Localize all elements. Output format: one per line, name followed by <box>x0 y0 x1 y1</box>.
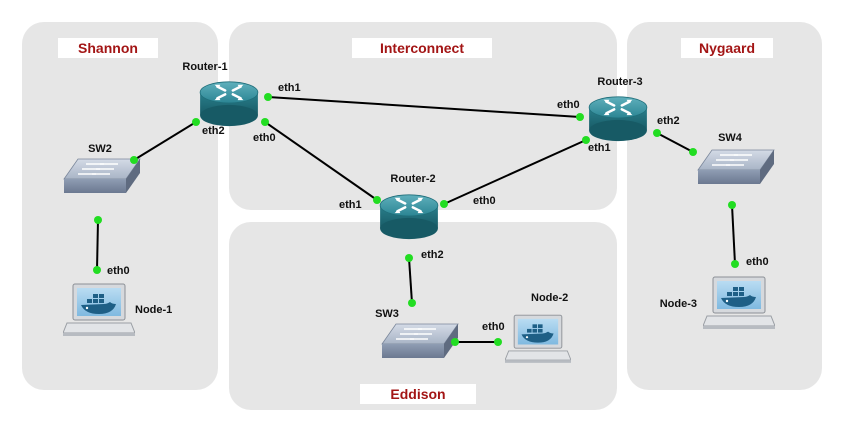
switch-icon <box>63 158 141 194</box>
port-label-router2-eth0: eth0 <box>473 195 496 207</box>
switch-sw3[interactable]: SW3 <box>375 308 459 359</box>
port-dot-node2-eth0[interactable] <box>494 338 502 346</box>
zone-title-box-eddison <box>360 384 476 404</box>
port-dot-router1-eth1[interactable] <box>264 93 272 101</box>
zone-title-box-shannon <box>58 38 158 58</box>
switch-sw2[interactable]: SW2 <box>63 143 141 194</box>
zone-title-shannon: Shannon <box>78 40 138 56</box>
zone-title-box-interconnect <box>352 38 492 58</box>
host-node-1[interactable]: Node-1 <box>63 283 172 337</box>
port-dot-sw2-up[interactable] <box>130 156 138 164</box>
port-dot-router2-eth0[interactable] <box>440 200 448 208</box>
link-router2-router3[interactable] <box>443 139 587 205</box>
zone-title-eddison: Eddison <box>390 386 445 402</box>
port-dot-router1-eth2[interactable] <box>192 118 200 126</box>
port-dot-router3-eth2[interactable] <box>653 129 661 137</box>
router-1[interactable]: Router-1 <box>182 61 260 128</box>
zones-layer: Shannon Interconnect Nygaard Eddison <box>22 22 822 410</box>
links-layer <box>96 96 736 343</box>
port-label-router1-eth2: eth2 <box>202 125 225 137</box>
port-label-router1-eth1: eth1 <box>278 82 301 94</box>
port-label-node3-eth0: eth0 <box>746 256 769 268</box>
port-label-router3-eth1: eth1 <box>588 142 611 154</box>
device-label-sw4: SW4 <box>718 132 743 144</box>
device-label-node-1: Node-1 <box>135 304 172 316</box>
router-3[interactable]: Router-3 <box>587 76 649 143</box>
port-label-router3-eth0: eth0 <box>557 99 580 111</box>
device-label-node-3: Node-3 <box>660 298 697 310</box>
link-router1-router3[interactable] <box>267 96 581 118</box>
host-node-2[interactable]: Node-2 <box>505 292 571 364</box>
ports-layer <box>93 93 739 346</box>
zone-eddison <box>229 222 617 410</box>
zone-title-box-nygaard <box>681 38 773 58</box>
port-dot-router3-eth1[interactable] <box>582 136 590 144</box>
link-sw2-node1[interactable] <box>96 219 99 271</box>
device-label-router-3: Router-3 <box>597 76 642 88</box>
docker-laptop-icon <box>63 283 135 337</box>
port-labels-layer: eth1 eth0 eth0 eth1 eth0 eth1 eth2 eth0 … <box>107 82 769 333</box>
port-dot-router1-eth0[interactable] <box>261 118 269 126</box>
port-dot-router3-eth0[interactable] <box>576 113 584 121</box>
port-dot-node1-eth0[interactable] <box>93 266 101 274</box>
device-label-sw2: SW2 <box>88 143 112 155</box>
device-label-router-2: Router-2 <box>390 173 435 185</box>
zone-title-interconnect: Interconnect <box>380 40 464 56</box>
port-dot-node3-eth0[interactable] <box>731 260 739 268</box>
docker-laptop-icon <box>505 314 571 364</box>
link-router2-sw3[interactable] <box>408 257 413 304</box>
port-label-node1-eth0: eth0 <box>107 265 130 277</box>
router-icon <box>378 193 440 241</box>
port-dot-router2-eth1[interactable] <box>373 196 381 204</box>
port-label-router2-eth2: eth2 <box>421 249 444 261</box>
port-label-router2-eth1: eth1 <box>339 199 362 211</box>
port-label-router3-eth2: eth2 <box>657 115 680 127</box>
port-label-router1-eth0: eth0 <box>253 132 276 144</box>
zone-interconnect <box>229 22 617 210</box>
port-dot-sw4-up[interactable] <box>689 148 697 156</box>
link-router1-router2[interactable] <box>264 121 378 201</box>
router-icon <box>198 80 260 128</box>
port-dot-sw3-right[interactable] <box>451 338 459 346</box>
docker-laptop-icon <box>703 276 775 330</box>
port-dot-router2-eth2[interactable] <box>405 254 413 262</box>
link-router3-sw4[interactable] <box>656 132 694 153</box>
zone-title-nygaard: Nygaard <box>699 40 755 56</box>
devices-layer: Router-1 Router-2 Router-3 SW2 SW3 SW4 N… <box>63 61 775 364</box>
port-dot-sw3-up[interactable] <box>408 299 416 307</box>
device-label-router-1: Router-1 <box>182 61 227 73</box>
router-icon <box>587 95 649 143</box>
zone-nygaard <box>627 22 822 390</box>
zone-shannon <box>22 22 218 390</box>
switch-sw4[interactable]: SW4 <box>697 132 775 185</box>
device-label-node-2: Node-2 <box>531 292 568 304</box>
switch-icon <box>697 149 775 185</box>
router-2[interactable]: Router-2 <box>378 173 440 241</box>
host-node-3[interactable]: Node-3 <box>660 276 775 330</box>
switch-icon <box>381 323 459 359</box>
link-router1-sw2[interactable] <box>133 121 197 161</box>
link-sw4-node3[interactable] <box>731 204 736 265</box>
port-label-node2-eth0: eth0 <box>482 321 505 333</box>
port-dot-sw2-down[interactable] <box>94 216 102 224</box>
port-dot-sw4-down[interactable] <box>728 201 736 209</box>
device-label-sw3: SW3 <box>375 308 399 320</box>
